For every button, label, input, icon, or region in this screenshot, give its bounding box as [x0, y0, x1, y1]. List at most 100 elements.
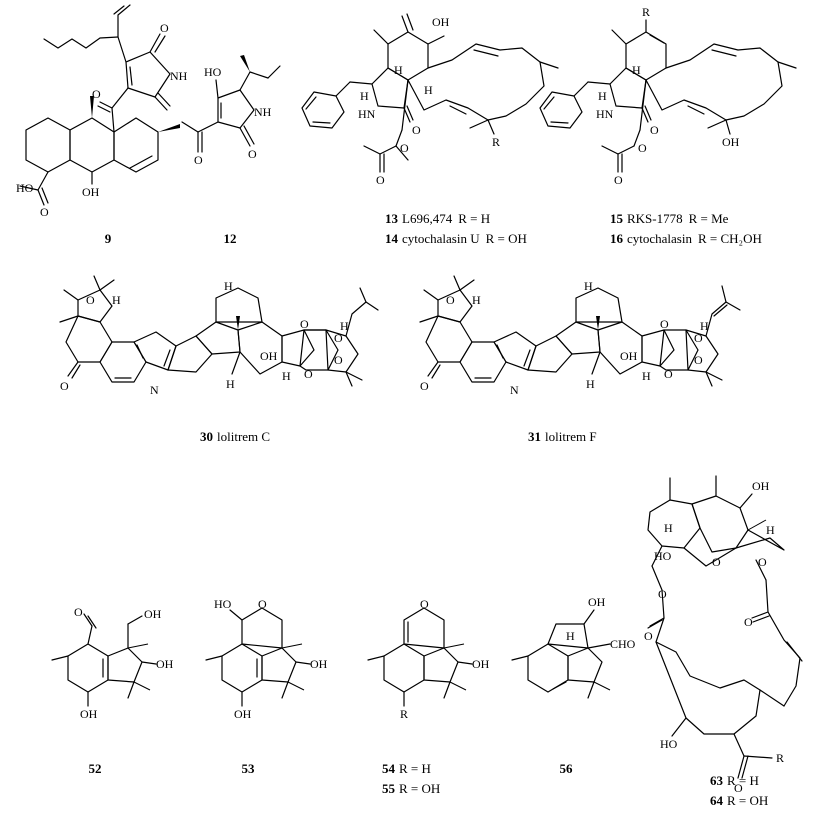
atom-label: R	[642, 5, 650, 19]
atom-label: HO	[660, 737, 678, 751]
compound-number: 52	[89, 761, 102, 776]
atom-label: O	[650, 123, 659, 137]
atom-label: O	[664, 367, 673, 381]
atom-label: O	[420, 597, 429, 611]
atom-label: OH	[722, 135, 740, 149]
atom-label: OH	[144, 607, 162, 621]
atom-label: O	[694, 331, 703, 345]
compound-56-structure: OH H CHO 56	[511, 595, 636, 776]
atom-label: OH	[156, 657, 174, 671]
atom-label: O	[712, 555, 721, 569]
atom-label: OH	[82, 185, 100, 199]
atom-label: N	[510, 383, 519, 397]
atom-label: OH	[620, 349, 638, 363]
atom-label: O	[658, 587, 667, 601]
atom-label: H	[700, 319, 709, 333]
atom-label: OH	[234, 707, 252, 721]
atom-label: R	[400, 707, 408, 721]
atom-label: O	[758, 555, 767, 569]
atom-label: O	[744, 615, 753, 629]
atom-label: HN	[358, 107, 376, 121]
compound-number: 56	[560, 761, 574, 776]
atom-label: O	[694, 353, 703, 367]
atom-label: H	[632, 63, 641, 77]
atom-label: O	[334, 331, 343, 345]
atom-label: OH	[80, 707, 98, 721]
atom-label: H	[472, 293, 481, 307]
compound-53-structure: HO O OH OH 53	[205, 597, 328, 776]
atom-label: O	[644, 629, 653, 643]
atom-label: O	[300, 317, 309, 331]
atom-label: OH	[260, 349, 278, 363]
atom-label: O	[74, 605, 83, 619]
atom-label: H	[226, 377, 235, 391]
atom-label: O	[420, 379, 429, 393]
atom-label: H	[282, 369, 291, 383]
compound-number: 9	[105, 231, 112, 246]
atom-label: NH	[170, 69, 188, 83]
atom-label: HO	[214, 597, 232, 611]
atom-label: OH	[310, 657, 328, 671]
atom-label: O	[258, 597, 267, 611]
compound-9-structure: HO O OH O O NH 9	[16, 4, 188, 246]
atom-label: O	[304, 367, 313, 381]
atom-label: H	[586, 377, 595, 391]
atom-label: H	[642, 369, 651, 383]
atom-label: O	[60, 379, 69, 393]
atom-label: H	[394, 63, 403, 77]
atom-label: O	[92, 87, 101, 101]
atom-label: H	[566, 629, 575, 643]
atom-label: O	[334, 353, 343, 367]
compound-number: 53	[242, 761, 256, 776]
atom-label: O	[248, 147, 257, 161]
atom-label: H	[584, 279, 593, 293]
compound-number: 12	[224, 231, 237, 246]
atom-label: O	[160, 21, 169, 35]
atom-label: R	[776, 751, 784, 765]
compound-52-structure: O OH OH OH 52	[51, 605, 174, 776]
atom-label: H	[112, 293, 121, 307]
atom-label: OH	[432, 15, 450, 29]
atom-label: H	[664, 521, 673, 535]
atom-label: H	[766, 523, 775, 537]
atom-label: R	[492, 135, 500, 149]
atom-label: H	[424, 83, 433, 97]
atom-label: OH	[752, 479, 770, 493]
atom-label: O	[734, 781, 743, 795]
atom-label: O	[400, 141, 409, 155]
atom-label: O	[660, 317, 669, 331]
atom-label: OH	[472, 657, 490, 671]
atom-label: O	[40, 205, 49, 219]
atom-label: H	[224, 279, 233, 293]
atom-label: NH	[254, 105, 272, 119]
atom-label: O	[194, 153, 203, 167]
atom-label: H	[598, 89, 607, 103]
atom-label: HN	[596, 107, 614, 121]
atom-label: N	[150, 383, 159, 397]
atom-label: CHO	[610, 637, 636, 651]
atom-label: O	[412, 123, 421, 137]
compound-12-structure: HO O O NH 12	[181, 55, 281, 246]
atom-label: HO	[654, 549, 672, 563]
atom-label: HO	[204, 65, 222, 79]
atom-label: O	[446, 293, 455, 307]
atom-label: H	[360, 89, 369, 103]
atom-label: O	[638, 141, 647, 155]
